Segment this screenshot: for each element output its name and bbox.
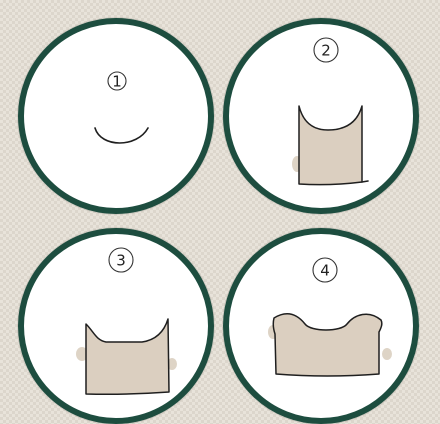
step-3-shape bbox=[86, 319, 169, 394]
step-1-curve bbox=[95, 128, 148, 143]
step-2-shape bbox=[299, 106, 362, 185]
step-1-panel: 1 bbox=[18, 18, 214, 214]
step-4-paint-smudge-right bbox=[382, 348, 392, 360]
step-4-drawing: 4 bbox=[229, 234, 413, 418]
step-2-drawing: 2 bbox=[229, 24, 413, 208]
step-1-number: 1 bbox=[112, 73, 122, 91]
step-3-drawing: 3 bbox=[24, 234, 208, 418]
step-2-panel: 2 bbox=[223, 18, 419, 214]
step-2-base-tick bbox=[362, 181, 368, 182]
step-4-panel: 4 bbox=[223, 228, 419, 424]
step-1-drawing: 1 bbox=[24, 24, 208, 208]
step-2-number: 2 bbox=[321, 42, 331, 60]
step-4-number: 4 bbox=[320, 262, 330, 280]
step-3-number: 3 bbox=[116, 252, 126, 270]
step-3-panel: 3 bbox=[18, 228, 214, 424]
step-4-shape bbox=[273, 314, 381, 376]
